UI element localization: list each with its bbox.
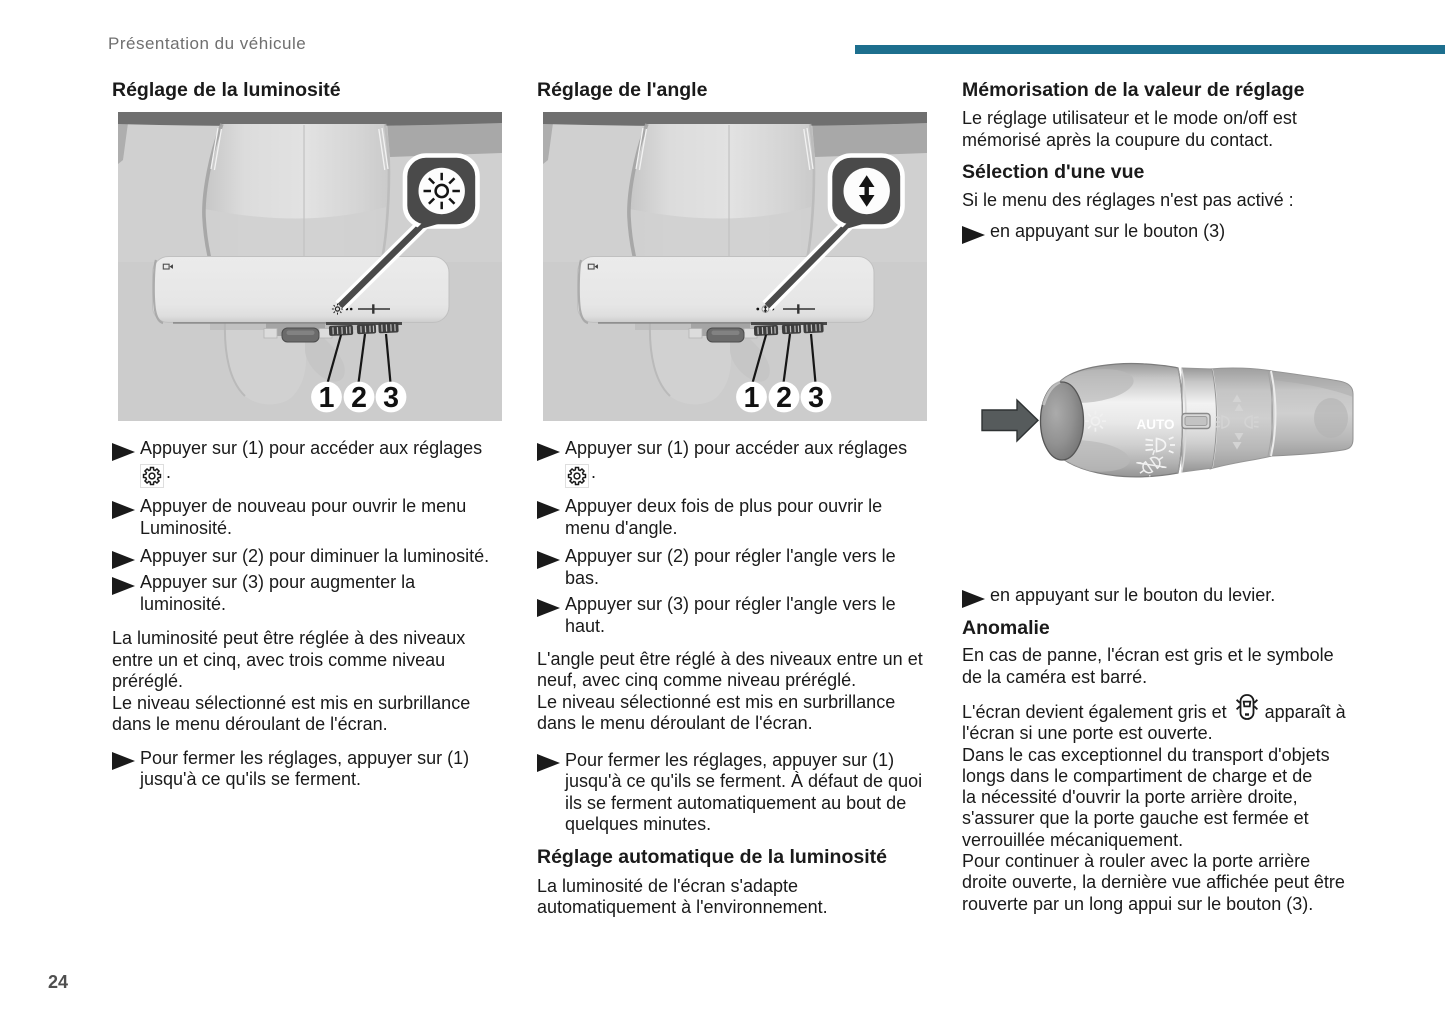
svg-text:2: 2 — [776, 382, 792, 414]
svg-text:1: 1 — [744, 382, 760, 414]
svg-text:3: 3 — [808, 382, 824, 414]
svg-text:1: 1 — [319, 382, 335, 414]
svg-text:2: 2 — [351, 382, 367, 414]
svg-text:AUTO: AUTO — [1137, 417, 1175, 432]
svg-text:3: 3 — [383, 382, 399, 414]
